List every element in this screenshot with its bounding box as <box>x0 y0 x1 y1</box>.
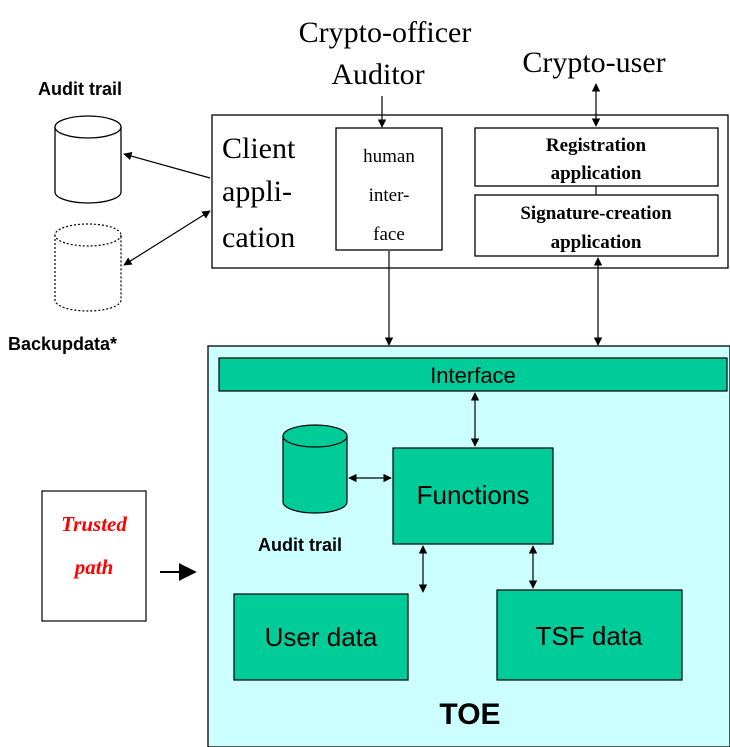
client-to-audit-trail-arrow <box>123 151 211 179</box>
functions-box <box>392 447 554 545</box>
backup-data-label: Backupdata* <box>8 334 117 354</box>
crypto-user-label: Crypto-user <box>522 46 665 79</box>
user-data-label: User data <box>265 622 378 652</box>
toe-audit-trail-label: Audit trail <box>258 535 342 555</box>
toe-interface-label: Interface <box>430 363 516 388</box>
external-audit-trail-label: Audit trail <box>38 79 122 99</box>
registration-line1: Registration <box>546 135 647 156</box>
human-interface-line2: inter- <box>369 185 410 206</box>
client-backup-arrow <box>123 210 211 266</box>
registration-application-box <box>474 127 719 187</box>
crypto-officer-label: Crypto-officer <box>299 16 472 49</box>
trusted-path-line2: path <box>73 555 114 579</box>
functions-label: Functions <box>417 480 530 510</box>
human-interface-box <box>335 127 443 251</box>
human-interface-line3: face <box>373 224 405 245</box>
client-label-line3: cation <box>222 221 295 254</box>
auditor-label: Auditor <box>331 58 424 91</box>
tsf-data-box <box>496 589 683 681</box>
toe-label: TOE <box>439 698 500 731</box>
signature-line1: Signature-creation <box>520 203 672 224</box>
registration-line2: application <box>551 163 642 184</box>
tsf-data-label: TSF data <box>536 621 643 651</box>
trusted-path-box <box>41 490 147 622</box>
client-label-line2: appli- <box>222 175 292 208</box>
human-interface-line1: human <box>363 146 415 167</box>
signature-creation-application-box <box>474 194 719 257</box>
trusted-path-line1: Trusted <box>61 512 127 536</box>
external-audit-trail-cylinder <box>54 115 122 204</box>
client-label-line1: Client <box>222 132 296 165</box>
toe-interface-bar <box>218 357 728 392</box>
user-data-box <box>233 593 409 681</box>
toe-audit-trail-cylinder <box>282 424 348 514</box>
backup-data-cylinder <box>54 223 122 312</box>
signature-line2: application <box>551 232 642 253</box>
